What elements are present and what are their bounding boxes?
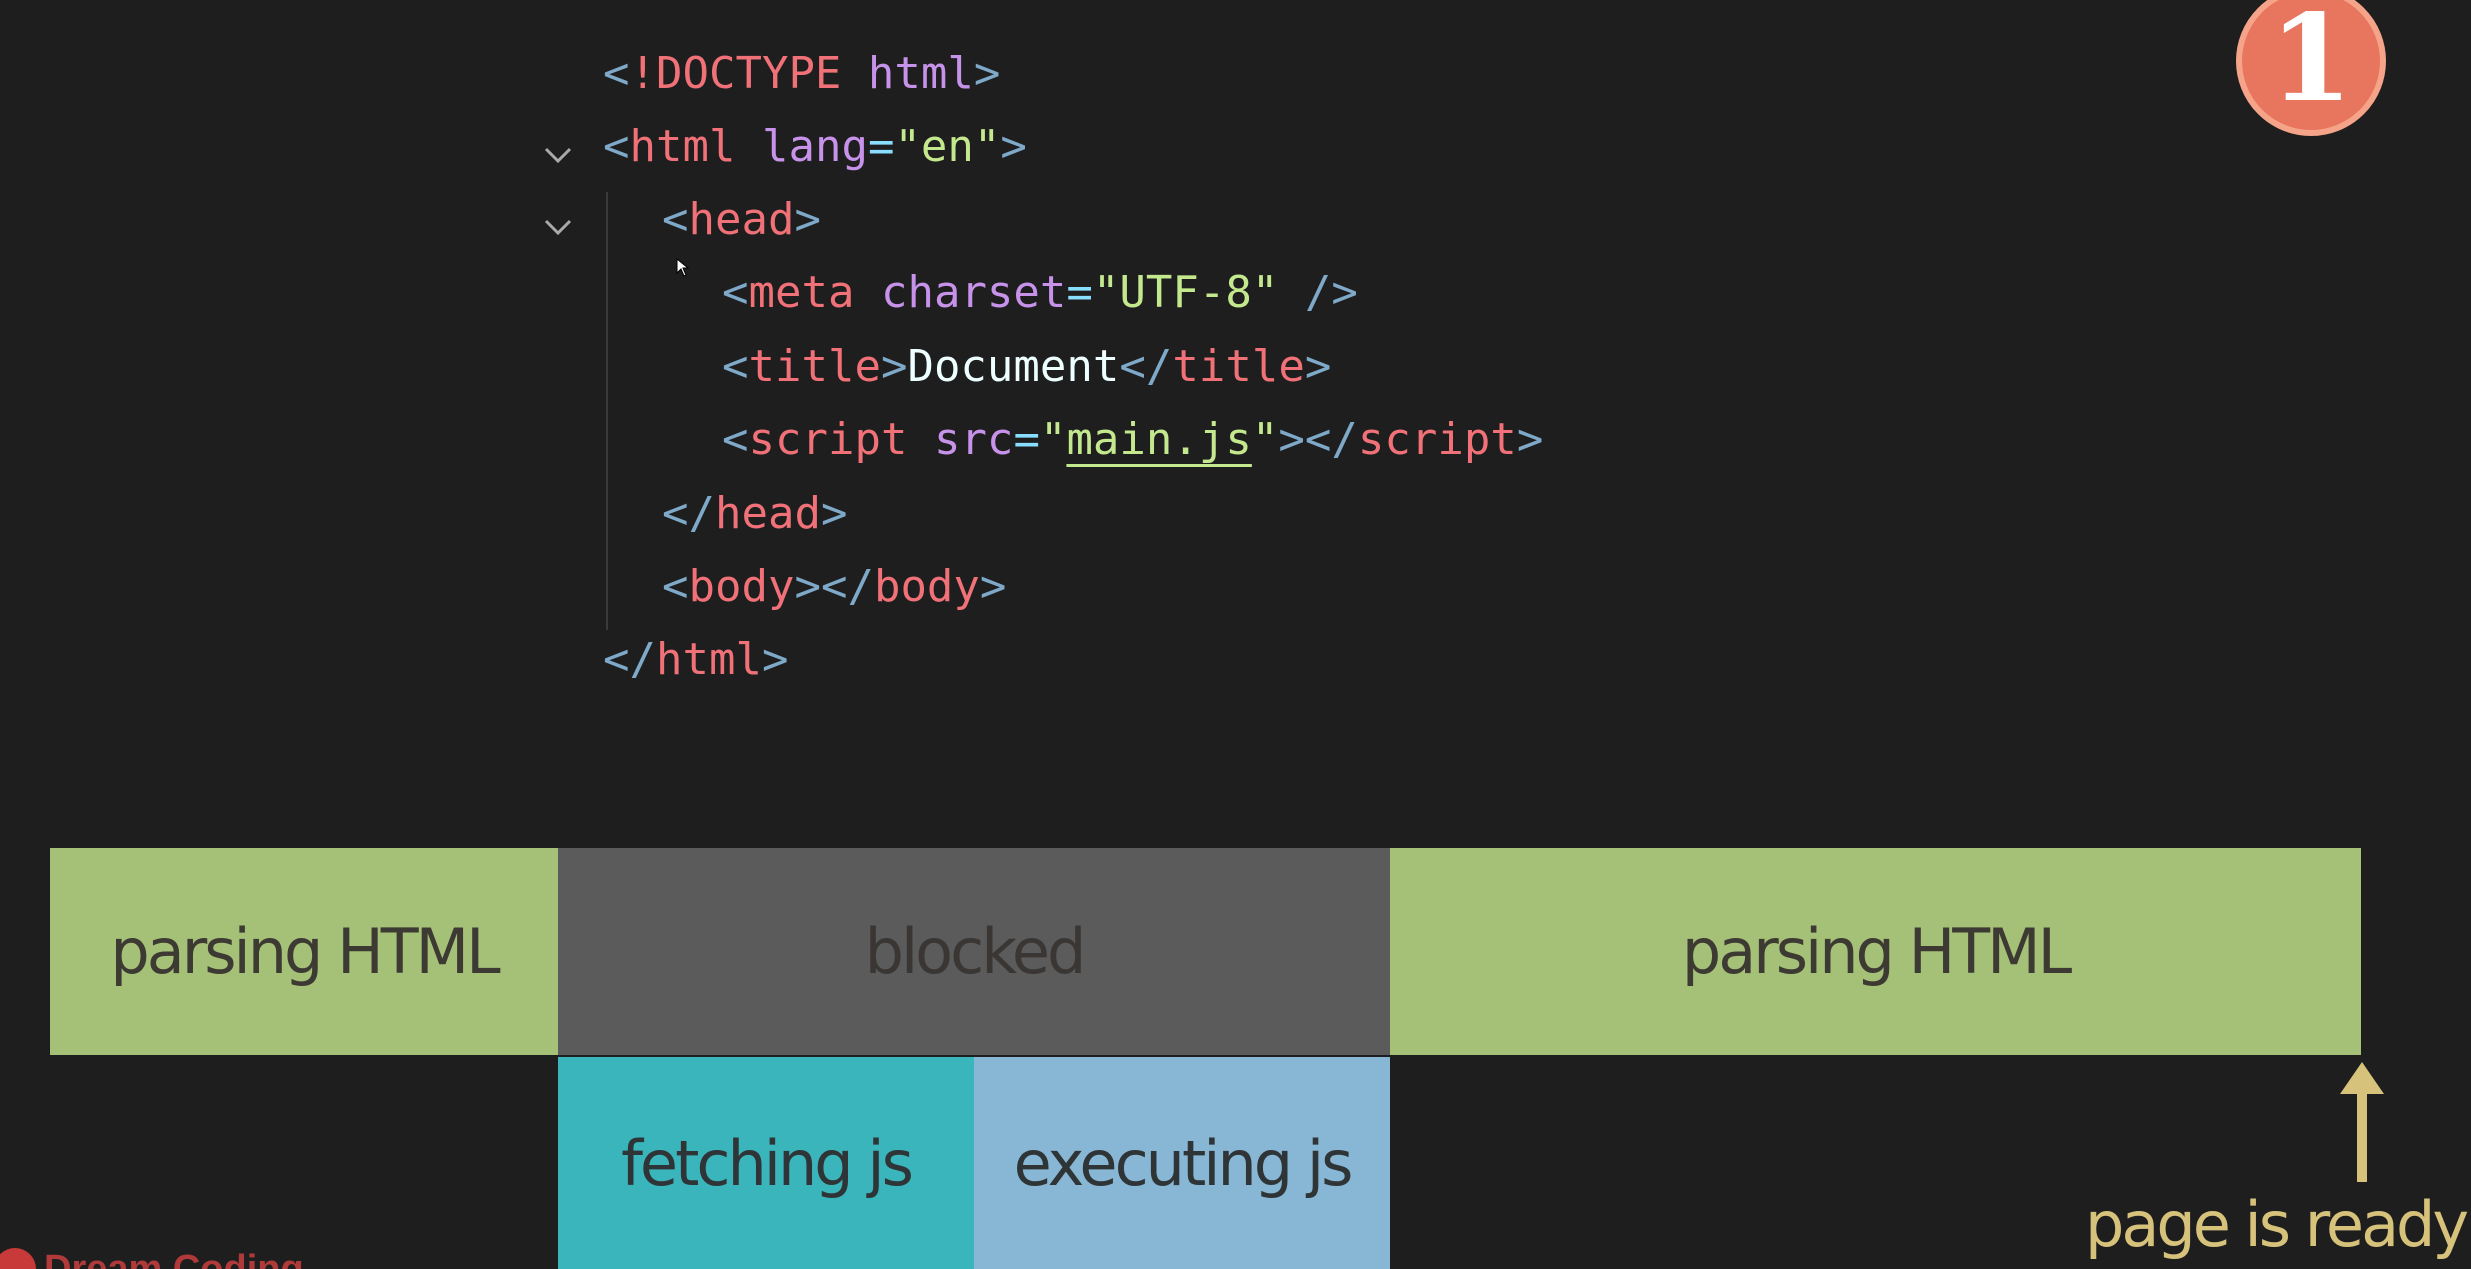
channel-logo-icon — [0, 1248, 36, 1269]
code-token-bracket: < — [662, 194, 689, 245]
code-token-bracket: </ — [1119, 341, 1173, 392]
code-token-tag-name: script — [748, 414, 908, 465]
code-token-bracket: > — [794, 194, 821, 245]
code-token-tag-name: body — [688, 561, 795, 612]
code-token-bracket: > — [880, 341, 908, 392]
code-token-bracket: < — [603, 121, 630, 172]
code-token-bracket: </ — [662, 488, 715, 539]
code-token-string-literal: "en" — [894, 121, 1001, 172]
parsing-html-block-2: parsing HTML — [1390, 848, 2361, 1055]
code-token-equals-sign: = — [1013, 414, 1040, 465]
code-token-tag-name: head — [714, 488, 821, 539]
fold-chevron-html-icon[interactable] — [543, 140, 573, 170]
code-token-tag-name: html — [655, 634, 762, 685]
code-token-bracket: </ — [603, 634, 656, 685]
code-line-7: </head> — [662, 484, 847, 544]
code-line-3: <head> — [662, 190, 821, 250]
code-token-whitespace — [1278, 267, 1305, 318]
code-token-whitespace — [907, 414, 934, 465]
code-token-bracket: > — [1000, 121, 1027, 172]
code-token-whitespace — [854, 267, 881, 318]
step-number: 1 — [2269, 0, 2353, 129]
code-token-doctype-keyword: !DOCTYPE — [629, 48, 842, 99]
code-line-1: <!DOCTYPE html> — [603, 44, 1000, 104]
code-token-tag-name: title — [748, 341, 881, 392]
code-token-bracket: > — [1516, 414, 1544, 465]
code-token-tag-name: title — [1172, 341, 1305, 392]
fold-chevron-head-icon[interactable] — [543, 212, 573, 242]
code-token-bracket: > — [820, 488, 848, 539]
code-token-string-literal: " — [1039, 414, 1067, 465]
indent-guide — [606, 192, 608, 630]
code-token-whitespace — [841, 48, 868, 99]
code-token-equals-sign: = — [867, 121, 895, 172]
channel-name: Dream Coding — [44, 1248, 304, 1269]
code-line-8: <body></body> — [662, 557, 1006, 617]
code-line-4: <meta charset="UTF-8" /> — [722, 263, 1358, 323]
code-token-bracket: /> — [1304, 267, 1358, 318]
code-token-bracket: < — [722, 414, 749, 465]
code-token-tag-name: body — [873, 561, 980, 612]
code-token-bracket: < — [603, 48, 630, 99]
code-token-attribute-name: charset — [880, 267, 1067, 318]
parsing-html-label: parsing HTML — [110, 915, 500, 988]
code-token-tag-name: meta — [748, 267, 855, 318]
code-token-bracket: > — [979, 561, 1007, 612]
code-line-2: <html lang="en"> — [603, 117, 1027, 177]
fetching-js-label: fetching js — [621, 1126, 914, 1200]
code-token-bracket: > — [1304, 341, 1332, 392]
channel-watermark: Dream Coding — [0, 1246, 304, 1269]
code-token-src-link[interactable]: main.js — [1066, 414, 1252, 465]
up-arrow-icon — [2340, 1062, 2384, 1182]
mouse-cursor-icon — [676, 258, 690, 277]
code-token-bracket: > — [973, 48, 1001, 99]
parsing-html-label-2: parsing HTML — [1681, 915, 2072, 988]
step-number-badge: 1 — [2236, 0, 2386, 136]
code-token-bracket: ></ — [794, 561, 874, 612]
code-token-whitespace — [735, 121, 762, 172]
code-line-9: </html> — [603, 630, 788, 690]
code-line-5: <title>Document</title> — [722, 337, 1331, 397]
code-token-bracket: < — [662, 561, 689, 612]
code-token-string-literal: " — [1251, 414, 1279, 465]
code-line-6: <script src="main.js"></script> — [722, 410, 1543, 470]
code-token-text-content: Document — [907, 341, 1120, 392]
executing-js-label: executing js — [1013, 1126, 1354, 1200]
code-token-attribute-name: lang — [761, 121, 868, 172]
blocked-label: blocked — [864, 915, 1087, 988]
page-is-ready-label: page is ready — [2085, 1188, 2469, 1261]
code-token-tag-name: head — [688, 194, 795, 245]
code-token-attribute-name: src — [933, 414, 1014, 465]
code-token-doctype-html: html — [867, 48, 974, 99]
code-token-bracket: < — [722, 267, 749, 318]
code-token-string-literal: "UTF-8" — [1092, 267, 1279, 318]
code-token-tag-name: html — [629, 121, 736, 172]
code-token-bracket: ></ — [1278, 414, 1358, 465]
code-token-bracket: > — [761, 634, 789, 685]
fetching-js-block: fetching js — [558, 1057, 974, 1269]
blocked-block: blocked — [558, 848, 1390, 1055]
parsing-html-block: parsing HTML — [50, 848, 558, 1055]
executing-js-block: executing js — [974, 1057, 1390, 1269]
code-token-tag-name: script — [1357, 414, 1517, 465]
code-token-equals-sign: = — [1066, 267, 1093, 318]
code-token-bracket: < — [722, 341, 749, 392]
